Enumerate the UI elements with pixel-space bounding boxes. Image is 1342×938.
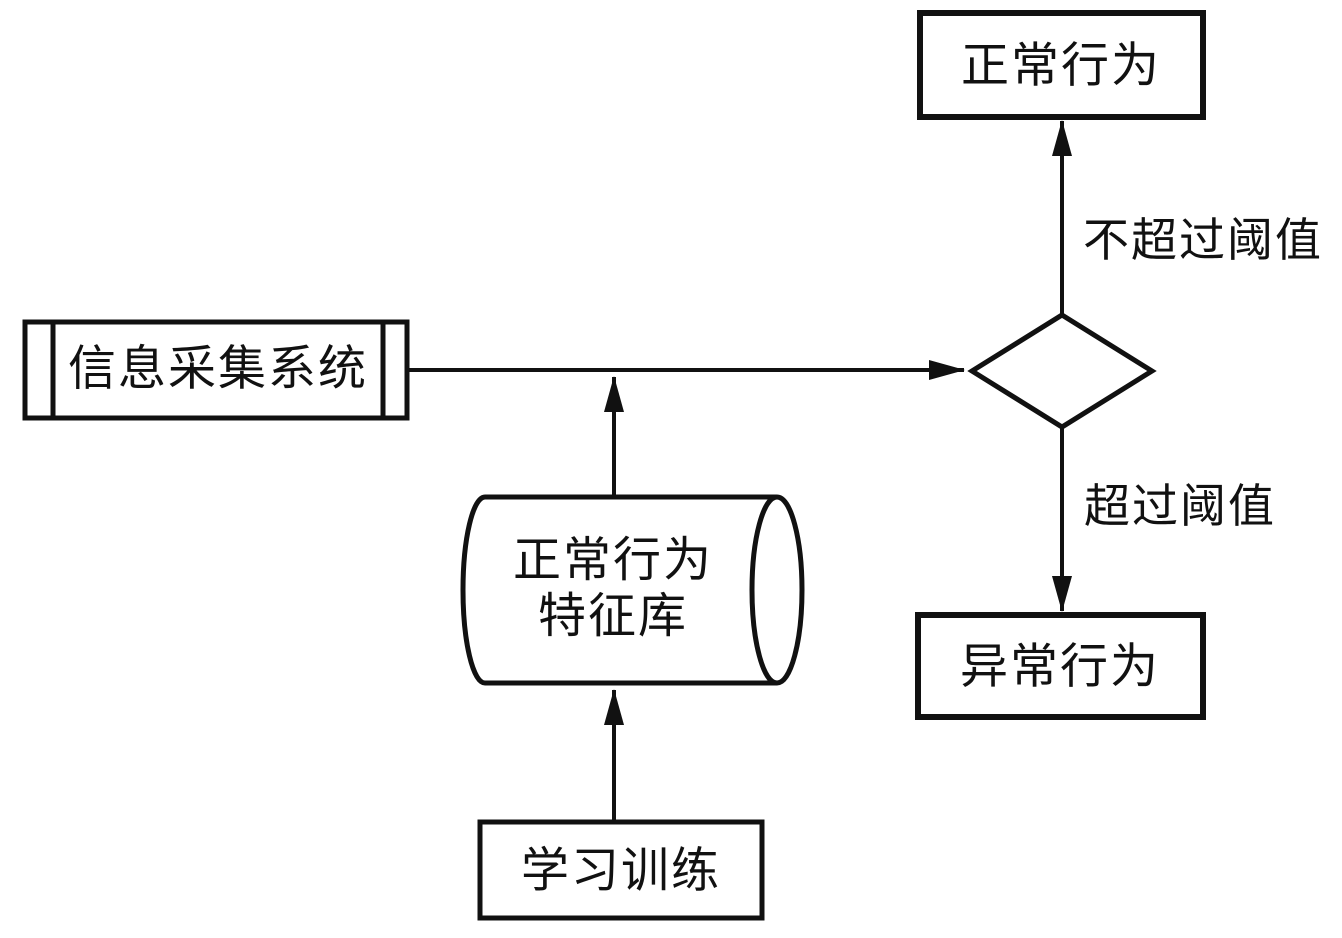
edge-label-exceed-threshold: 超过阈值: [1084, 479, 1276, 533]
abnormal-behavior-shape: [915, 612, 1206, 720]
normal-behavior-label: 正常行为: [960, 37, 1162, 94]
edge-label-not-exceed-threshold: 不超过阈值: [1083, 213, 1323, 267]
learning-training-shape: [477, 819, 765, 921]
learning-training-label: 学习训练: [520, 842, 722, 899]
feature-db-label-line1: 正常行为: [512, 532, 714, 588]
feature-db-label-line2: 特征库: [537, 588, 689, 644]
threshold-decision-shape: [967, 312, 1157, 430]
info-collection-label: 信息采集系统: [67, 340, 369, 397]
abnormal-behavior-label: 异常行为: [959, 638, 1161, 695]
normal-behavior-shape: [917, 10, 1206, 120]
feature-db-shape: [460, 494, 805, 686]
